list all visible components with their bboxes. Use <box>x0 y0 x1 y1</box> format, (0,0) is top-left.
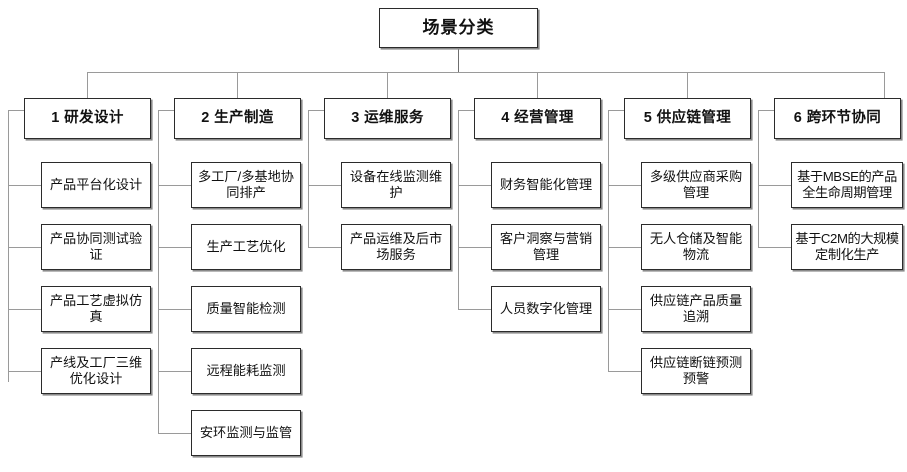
column-5-item-1-label: 多级供应商采购管理 <box>649 168 743 200</box>
column-1-spine-connector <box>8 110 10 382</box>
column-4-child-stub-2 <box>458 247 491 249</box>
column-5-child-stub-3 <box>608 309 641 311</box>
column-1-item-2-label: 产品协同测试验证 <box>49 230 143 262</box>
column-2-item-5[interactable]: 安环监测与监管 <box>191 410 301 456</box>
column-5-spine-connector <box>608 110 610 372</box>
column-header-3-label: 3 运维服务 <box>351 109 424 126</box>
column-2-item-4[interactable]: 远程能耗监测 <box>191 348 301 394</box>
header-drop-connector-4 <box>537 72 539 100</box>
header-drop-connector-5 <box>687 72 689 100</box>
column-3-spine-connector <box>308 110 310 248</box>
root-node[interactable]: 场景分类 <box>379 8 538 48</box>
column-5-child-stub-4 <box>608 371 641 373</box>
column-5-header-stub <box>608 110 625 112</box>
column-6-spine-connector <box>758 110 760 248</box>
header-bus-connector <box>87 72 885 74</box>
column-header-1[interactable]: 1 研发设计 <box>24 98 151 139</box>
column-2-item-1[interactable]: 多工厂/多基地协同排产 <box>191 162 301 208</box>
root-stem-connector <box>458 48 460 73</box>
column-1-item-4[interactable]: 产线及工厂三维优化设计 <box>41 348 151 394</box>
column-5-item-2-label: 无人仓储及智能物流 <box>649 230 743 262</box>
column-2-child-stub-2 <box>158 247 191 249</box>
column-3-child-stub-1 <box>308 185 341 187</box>
column-1-child-stub-1 <box>8 185 41 187</box>
column-header-1-label: 1 研发设计 <box>51 109 124 126</box>
column-2-item-2[interactable]: 生产工艺优化 <box>191 224 301 270</box>
column-5-child-stub-1 <box>608 185 641 187</box>
column-3-child-stub-2 <box>308 247 341 249</box>
column-2-child-stub-4 <box>158 371 191 373</box>
column-header-3[interactable]: 3 运维服务 <box>324 98 451 139</box>
column-6-child-stub-2 <box>758 247 791 249</box>
column-6-header-stub <box>758 110 775 112</box>
column-1-child-stub-3 <box>8 309 41 311</box>
column-2-item-2-label: 生产工艺优化 <box>206 238 286 254</box>
column-header-2[interactable]: 2 生产制造 <box>174 98 301 139</box>
column-6-item-1[interactable]: 基于MBSE的产品全生命周期管理 <box>791 162 903 208</box>
column-1-item-3-label: 产品工艺虚拟仿真 <box>49 292 143 324</box>
column-1-child-stub-4 <box>8 371 41 373</box>
column-4-item-2[interactable]: 客户洞察与营销管理 <box>491 224 601 270</box>
column-1-header-stub <box>8 110 25 112</box>
column-5-item-4-label: 供应链断链预测预警 <box>649 354 743 386</box>
column-3-item-1[interactable]: 设备在线监测维护 <box>341 162 451 208</box>
column-2-child-stub-1 <box>158 185 191 187</box>
column-4-spine-connector <box>458 110 460 310</box>
column-4-item-2-label: 客户洞察与营销管理 <box>499 230 593 262</box>
column-header-2-label: 2 生产制造 <box>201 109 274 126</box>
column-2-item-3[interactable]: 质量智能检测 <box>191 286 301 332</box>
column-header-4-label: 4 经营管理 <box>501 109 574 126</box>
column-2-item-4-label: 远程能耗监测 <box>206 362 286 378</box>
column-5-item-3-label: 供应链产品质量追溯 <box>649 292 743 324</box>
column-header-5[interactable]: 5 供应链管理 <box>624 98 751 139</box>
column-4-child-stub-3 <box>458 309 491 311</box>
column-1-item-3[interactable]: 产品工艺虚拟仿真 <box>41 286 151 332</box>
column-header-5-label: 5 供应链管理 <box>643 109 732 126</box>
column-5-item-4[interactable]: 供应链断链预测预警 <box>641 348 751 394</box>
column-6-item-2[interactable]: 基于C2M的大规模定制化生产 <box>791 224 903 270</box>
column-6-child-stub-1 <box>758 185 791 187</box>
column-5-item-2[interactable]: 无人仓储及智能物流 <box>641 224 751 270</box>
column-4-item-1[interactable]: 财务智能化管理 <box>491 162 601 208</box>
column-2-child-stub-3 <box>158 309 191 311</box>
column-3-item-1-label: 设备在线监测维护 <box>349 168 443 200</box>
column-6-item-2-label: 基于C2M的大规模定制化生产 <box>795 230 899 262</box>
header-drop-connector-1 <box>87 72 89 100</box>
column-4-header-stub <box>458 110 475 112</box>
column-3-header-stub <box>308 110 325 112</box>
column-2-child-stub-5 <box>158 433 191 435</box>
header-drop-connector-3 <box>387 72 389 100</box>
column-1-item-4-label: 产线及工厂三维优化设计 <box>49 354 143 386</box>
column-1-item-1[interactable]: 产品平台化设计 <box>41 162 151 208</box>
column-5-item-1[interactable]: 多级供应商采购管理 <box>641 162 751 208</box>
column-1-item-2[interactable]: 产品协同测试验证 <box>41 224 151 270</box>
column-5-child-stub-2 <box>608 247 641 249</box>
column-5-item-3[interactable]: 供应链产品质量追溯 <box>641 286 751 332</box>
column-header-4[interactable]: 4 经营管理 <box>474 98 601 139</box>
column-header-6[interactable]: 6 跨环节协同 <box>774 98 901 139</box>
header-drop-connector-2 <box>237 72 239 100</box>
column-4-item-3[interactable]: 人员数字化管理 <box>491 286 601 332</box>
column-4-child-stub-1 <box>458 185 491 187</box>
column-4-item-3-label: 人员数字化管理 <box>499 300 593 316</box>
column-2-item-5-label: 安环监测与监管 <box>199 424 293 440</box>
header-drop-connector-6 <box>884 72 886 100</box>
column-2-item-3-label: 质量智能检测 <box>206 300 286 316</box>
column-1-child-stub-2 <box>8 247 41 249</box>
column-6-item-1-label: 基于MBSE的产品全生命周期管理 <box>797 168 897 200</box>
column-2-item-1-label: 多工厂/多基地协同排产 <box>198 168 294 200</box>
column-1-item-1-label: 产品平台化设计 <box>49 176 143 192</box>
column-2-spine-connector <box>158 110 160 434</box>
column-4-item-1-label: 财务智能化管理 <box>499 176 593 192</box>
column-3-item-2[interactable]: 产品运维及后市场服务 <box>341 224 451 270</box>
column-2-header-stub <box>158 110 175 112</box>
column-3-item-2-label: 产品运维及后市场服务 <box>349 230 443 262</box>
root-node-label: 场景分类 <box>422 17 495 37</box>
column-header-6-label: 6 跨环节协同 <box>793 109 882 126</box>
